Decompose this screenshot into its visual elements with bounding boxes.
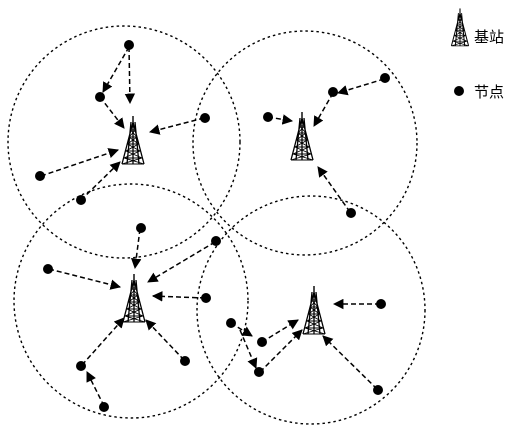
- node-dot: [200, 113, 210, 123]
- link: [317, 166, 351, 213]
- node-dot: [201, 293, 211, 303]
- node-dot: [95, 92, 105, 102]
- base-station-icon: [302, 285, 326, 335]
- legend-base-station-label: 基站: [474, 28, 504, 46]
- node-dot: [257, 337, 267, 347]
- node-dot: [211, 236, 221, 246]
- coverage-circle-top-right: [192, 30, 418, 256]
- node-dot: [124, 40, 134, 50]
- node-dot: [373, 385, 383, 395]
- link: [40, 148, 119, 177]
- node-dot: [376, 299, 386, 309]
- link: [130, 228, 142, 270]
- links: [40, 46, 385, 407]
- node-dot: [346, 208, 356, 218]
- legend-base-station-icon: [450, 7, 470, 47]
- base-station-icon: [122, 273, 146, 323]
- node-dot: [254, 367, 264, 377]
- legend-node-dot: [454, 86, 464, 96]
- link: [102, 46, 130, 93]
- link: [86, 371, 105, 407]
- link: [80, 161, 121, 201]
- node-dot: [263, 112, 273, 122]
- node-dot: [76, 361, 86, 371]
- base-station-icon: [121, 115, 145, 165]
- link: [261, 319, 299, 343]
- legend: 基站 节点: [450, 7, 504, 101]
- node-dot: [99, 402, 109, 412]
- link: [259, 329, 303, 373]
- link: [124, 46, 136, 105]
- node-dot: [380, 73, 390, 83]
- link: [336, 78, 385, 96]
- nodes: [35, 40, 390, 412]
- node-dot: [35, 171, 45, 181]
- coverage-circles: [7, 25, 426, 425]
- node-dot: [43, 264, 53, 274]
- link: [145, 319, 185, 361]
- link: [239, 329, 258, 369]
- legend-node-label: 节点: [474, 83, 504, 101]
- node-dot: [136, 223, 146, 233]
- node-dot: [180, 356, 190, 366]
- link: [99, 96, 125, 129]
- link: [151, 291, 206, 302]
- link: [81, 317, 125, 366]
- link: [147, 241, 216, 283]
- link: [48, 268, 122, 290]
- coverage-circle-bottom-left: [13, 183, 249, 419]
- link: [313, 92, 334, 127]
- base-station-icon: [290, 111, 314, 161]
- link: [148, 117, 205, 135]
- node-dot: [226, 318, 236, 328]
- link: [322, 335, 378, 390]
- base-stations: [121, 111, 326, 335]
- coverage-circle-top-left: [7, 25, 241, 259]
- node-dot: [76, 195, 86, 205]
- coverage-circle-bottom-right: [196, 195, 426, 425]
- node-dot: [328, 87, 338, 97]
